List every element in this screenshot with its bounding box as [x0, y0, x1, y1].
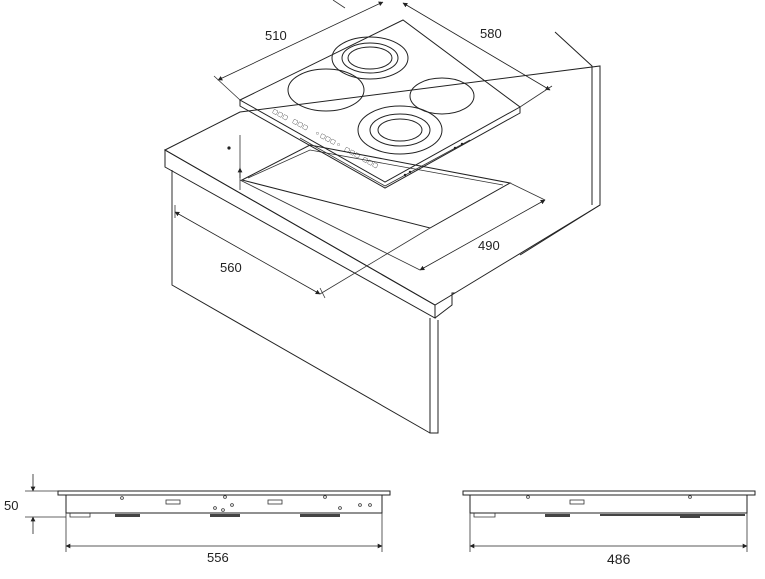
burner-back-center: [331, 36, 409, 80]
svg-text:▢▢▢: ▢▢▢: [271, 108, 289, 121]
cabinet: [171, 170, 439, 434]
label-front-width: 556: [207, 550, 229, 565]
label-cutout-depth: 490: [478, 238, 500, 253]
dimension-cutout-depth: 490: [239, 179, 546, 271]
label-side-width: 486: [607, 551, 631, 567]
label-hob-depth: 580: [480, 26, 502, 41]
dimension-hob-width: 510: [213, 0, 384, 101]
dimension-cutout-width: 560: [174, 205, 431, 299]
countertop: [163, 31, 601, 319]
svg-text:▢▢▢: ▢▢▢: [361, 156, 379, 169]
front-elevation: [57, 490, 391, 518]
dimension-hob-depth: 580: [402, 2, 553, 108]
edge-details: [403, 142, 464, 177]
label-hob-width: 510: [265, 28, 287, 43]
label-cutout-width: 560: [220, 260, 242, 275]
svg-text:▢▢▢: ▢▢▢: [291, 118, 309, 131]
dimension-hob-height: 50: [4, 474, 66, 534]
dimension-side-width: 486: [469, 513, 748, 567]
side-elevation: [462, 490, 756, 518]
burner-front: [357, 105, 443, 155]
thickness-marker: [227, 135, 243, 190]
cutout: [240, 144, 512, 229]
burner-back-left: [287, 68, 365, 112]
label-hob-height: 50: [4, 498, 18, 513]
dimension-front-width: 556: [65, 513, 383, 565]
